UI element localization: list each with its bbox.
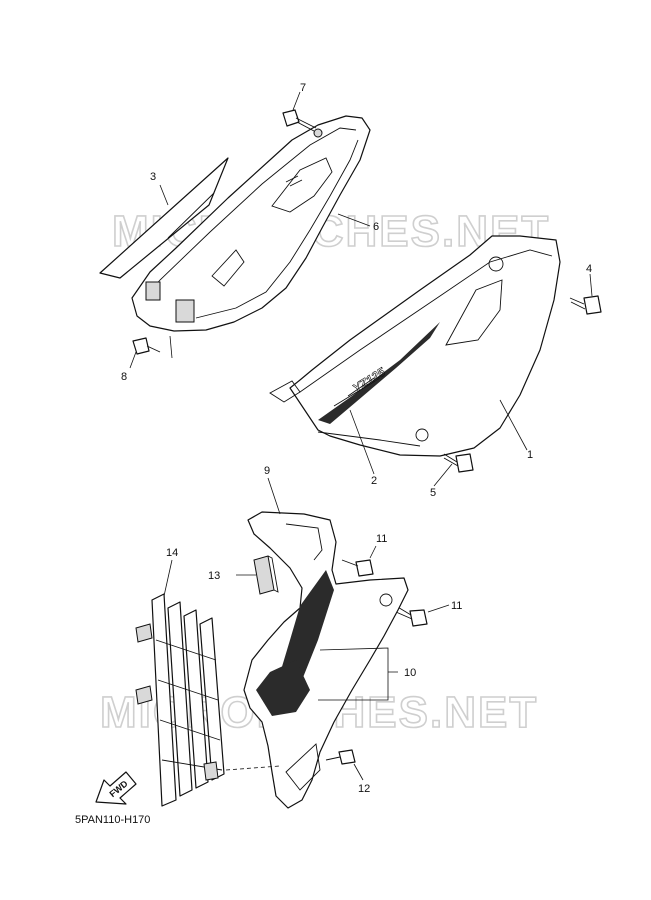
bolt-11a (341, 559, 374, 577)
fwd-arrow-icon: FWD (95, 771, 137, 805)
callout-3: 3 (150, 171, 156, 183)
part-6-side-cover-left (131, 115, 371, 332)
part-9-radiator-shroud (243, 511, 409, 809)
callout-6: 6 (373, 221, 379, 233)
bolt-11b (395, 605, 428, 627)
hole-1a (488, 256, 504, 272)
leader-lines (129, 91, 593, 781)
diagram-code: 5PAN110-H170 (75, 814, 150, 826)
callout-10: 10 (404, 667, 416, 679)
shroud-graphic-1 (318, 322, 440, 424)
bolt-7 (282, 109, 323, 138)
shroud-graphic-9b (256, 660, 310, 716)
bolt-5 (443, 453, 474, 473)
grommet-6b (145, 281, 161, 301)
hole-1b (415, 428, 429, 442)
bolt-12 (325, 749, 356, 765)
callout-7: 7 (300, 82, 306, 94)
part-13-pad (253, 555, 279, 595)
callout-11-upper: 11 (376, 533, 387, 545)
callout-11-lower: 11 (451, 600, 462, 612)
part-1-side-cover-right: YZ125 (269, 235, 561, 457)
callout-5: 5 (430, 487, 436, 499)
part-14-radiator-guard (135, 593, 225, 807)
callout-12: 12 (358, 783, 370, 795)
part-3-side-cover-decal (99, 157, 229, 279)
callout-1: 1 (527, 449, 533, 461)
callout-14: 14 (166, 547, 178, 559)
grommet-6 (175, 299, 195, 323)
callout-4: 4 (586, 263, 592, 275)
callout-13: 13 (208, 570, 220, 582)
bolt-8 (132, 337, 161, 355)
callout-9: 9 (264, 465, 270, 477)
callout-8: 8 (121, 371, 127, 383)
bolt-4 (569, 295, 602, 315)
callout-2: 2 (371, 475, 377, 487)
